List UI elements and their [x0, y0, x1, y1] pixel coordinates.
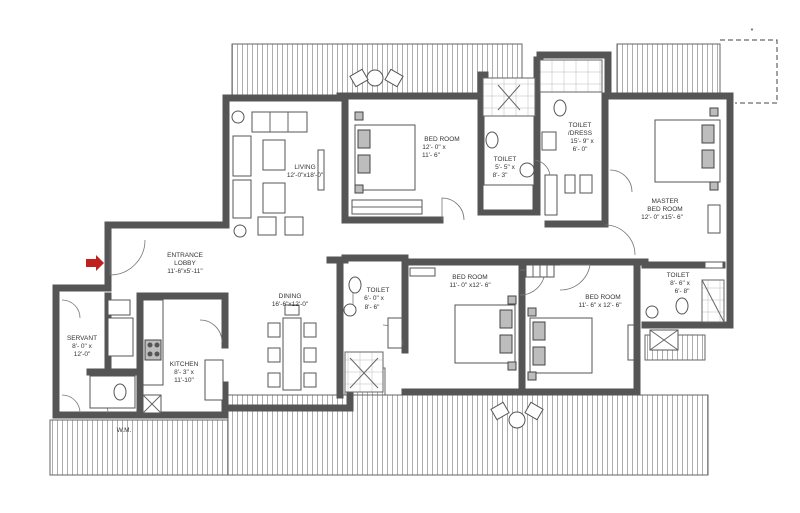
bedroom1-dim-2: 11'- 6": [422, 152, 441, 159]
bedroom2-dim: 11'- 0" x12'- 6": [449, 282, 491, 289]
toilet-dress-dim-2: 6'- 0": [573, 146, 588, 153]
balcony-bottom-left: [49, 419, 229, 476]
balcony-chairs-bottom: [490, 401, 544, 429]
marker-asterisk: *: [751, 28, 754, 35]
servant-dim-2: 12'-0": [74, 351, 91, 358]
kitchen-dim-1: 8'- 3" x: [174, 369, 195, 376]
room-labels: ENTRANCE LOBBY 11'-6"x5'-11" LIVING 12'-…: [67, 122, 691, 434]
entrance-arrow-icon: [86, 255, 104, 271]
master-label: MASTER: [651, 198, 678, 205]
toilet-dress-label: TOILET: [569, 122, 592, 129]
living-dim: 12'-0"x18'-0": [287, 172, 324, 179]
servant-dim-1: 8'- 0" x: [72, 343, 93, 350]
bedroom1-furniture: [351, 111, 423, 215]
toilet1-dim-2: 8'- 3": [493, 172, 508, 179]
toilet-dress-dim-1: 15'- 9" x: [570, 138, 594, 145]
master-bedroom-furniture: [654, 107, 724, 269]
entrance-label-2: LOBBY: [174, 260, 196, 267]
entrance-label: ENTRANCE: [167, 252, 203, 259]
entrance-dim: 11'-6"x5'-11": [167, 268, 203, 275]
toilet3-fixtures: [645, 279, 725, 351]
dining-label: DINING: [279, 293, 302, 300]
toilet2-label: TOILET: [367, 287, 390, 294]
wm-label: W.M.: [117, 427, 132, 434]
bedroom3-label: BED ROOM: [585, 294, 620, 301]
projection-outline: [720, 39, 778, 104]
bedroom2-furniture: [409, 267, 517, 371]
bedroom3-dim: 11'- 6" x 12'- 6": [578, 302, 622, 309]
toilet1-label: TOILET: [494, 156, 517, 163]
toilet-dress-fixtures: [539, 59, 603, 216]
living-label: LIVING: [294, 164, 315, 171]
kitchen-label: KITCHEN: [170, 361, 199, 368]
balcony-chairs-top: [349, 68, 404, 88]
servant-furniture: [89, 299, 136, 409]
bedroom1-dim-1: 12'- 0" x: [422, 144, 446, 151]
toilet3-label: TOILET: [667, 272, 690, 279]
toilet1-fixtures: [482, 77, 536, 211]
dining-furniture: [267, 304, 317, 391]
dining-dim: 16'-6"x12'-0": [272, 301, 309, 308]
master-dim: 12'- 0" x15'- 6": [641, 214, 683, 221]
kitchen-furniture: [142, 299, 224, 414]
toilet2-dim-1: 6'- 0" x: [364, 295, 385, 302]
master-label-2: BED ROOM: [647, 206, 682, 213]
toilet-dress-label-2: /DRESS: [568, 130, 593, 137]
servant-label: SERVANT: [67, 335, 97, 342]
kitchen-dim-2: 11'-10": [174, 377, 194, 384]
toilet2-fixtures: [343, 276, 403, 393]
balcony-top-right: [616, 43, 721, 95]
toilet2-dim-2: 8'- 6": [365, 304, 380, 311]
bedroom2-label: BED ROOM: [452, 274, 487, 281]
toilet3-dim-2: 6'- 8": [675, 288, 690, 295]
toilet3-dim-1: 8'- 6" x: [670, 280, 691, 287]
bedroom1-label: BED ROOM: [424, 136, 459, 143]
bedroom3-furniture: [525, 264, 635, 381]
living-furniture: [231, 110, 325, 238]
toilet1-dim-1: 5'- 5" x: [495, 164, 516, 171]
